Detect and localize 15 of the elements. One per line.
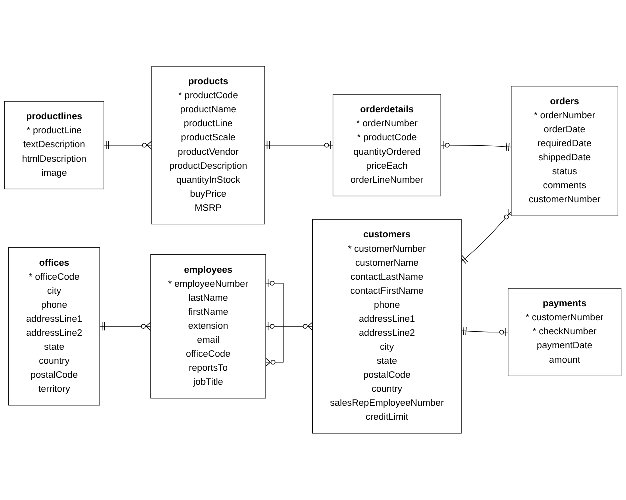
- relationship-line: [100, 322, 152, 331]
- entity-table: offices * officeCode city phone addressLine1 addressLine2 state country postalCode territory: [8, 247, 100, 406]
- entity-table: orderdetails * orderNumber * productCode quantityOrdered priceEach orderLineNumber: [332, 94, 442, 197]
- relationship-line: [266, 322, 314, 331]
- relationship-line: [440, 140, 512, 152]
- relationship-line: [264, 140, 334, 150]
- relationship-line: [461, 327, 509, 337]
- entity-table: payments * customerNumber * checkNumber paymentDate amount: [508, 288, 622, 376]
- relationship-line: [266, 278, 284, 367]
- entity-table: orders * orderNumber orderDate requiredDate shippedDate status comments customerNumber: [511, 86, 618, 216]
- entity-table: products * productCode productName productLine productScale productVendor productDescription quantityInStock buyPrice MSRP: [152, 66, 266, 225]
- entity-table: customers * customerNumber customerName contactLastName contactFirstName phone addressLine1 addressLine2 city state postalCode country salesRepEmployeeNumber creditLimit: [312, 219, 462, 434]
- entity-table: employees * employeeNumber lastName firstName extension email officeCode reportsTo jobTitle: [150, 254, 266, 399]
- relationship-line: [104, 140, 152, 150]
- entity-table: productlines * productLine textDescription htmlDescription image: [4, 101, 104, 190]
